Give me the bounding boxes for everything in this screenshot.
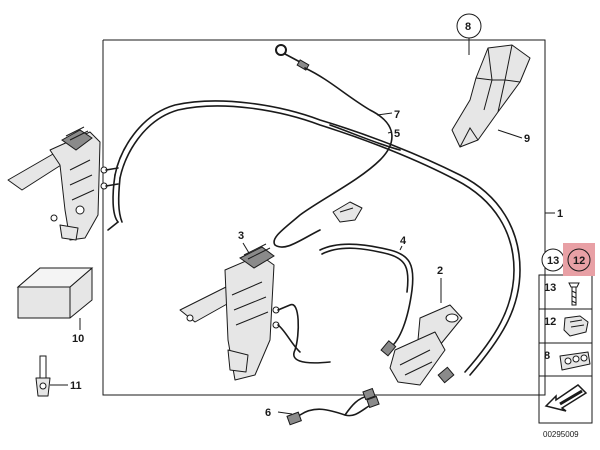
callout-9: 9 (524, 133, 530, 145)
callout-circle-12 (567, 248, 591, 272)
callout-4: 4 (400, 235, 407, 247)
assembly-frame (102, 39, 546, 396)
callout-10: 10 (72, 333, 84, 345)
cable-holder-icon (559, 351, 591, 371)
callout-12: 12 (573, 255, 585, 267)
diagram-reference-number: 00295009 (543, 430, 579, 439)
screw-icon (568, 282, 580, 306)
bracket-cover-part-9 (451, 44, 531, 148)
legend-panel: 13 12 8 00295009 (538, 274, 593, 439)
sensor-part-2 (389, 304, 463, 386)
callout-3: 3 (238, 230, 244, 242)
legend-label-8: 8 (544, 350, 550, 362)
wiring-harness (107, 44, 521, 384)
callout-8: 8 (465, 21, 471, 33)
callout-5: 5 (394, 128, 400, 140)
arrow-icon (544, 384, 588, 412)
callout-13: 13 (547, 255, 559, 267)
callout-7: 7 (394, 109, 400, 121)
callout-2: 2 (437, 265, 443, 277)
latch-assembly-part-3 (179, 243, 280, 381)
latch-assembly-left (7, 126, 108, 241)
cable-part-4 (319, 243, 414, 357)
callout-6: 6 (265, 407, 271, 419)
harness-clip (332, 201, 363, 223)
module-box-part-10 (16, 267, 94, 319)
callout-11: 11 (70, 380, 82, 392)
legend-label-12: 12 (544, 316, 556, 328)
legend-label-13: 13 (544, 282, 556, 294)
pin-part-11 (35, 355, 51, 397)
callout-1: 1 (557, 208, 563, 220)
cable-part-6 (286, 387, 380, 426)
clip-icon (563, 315, 589, 337)
